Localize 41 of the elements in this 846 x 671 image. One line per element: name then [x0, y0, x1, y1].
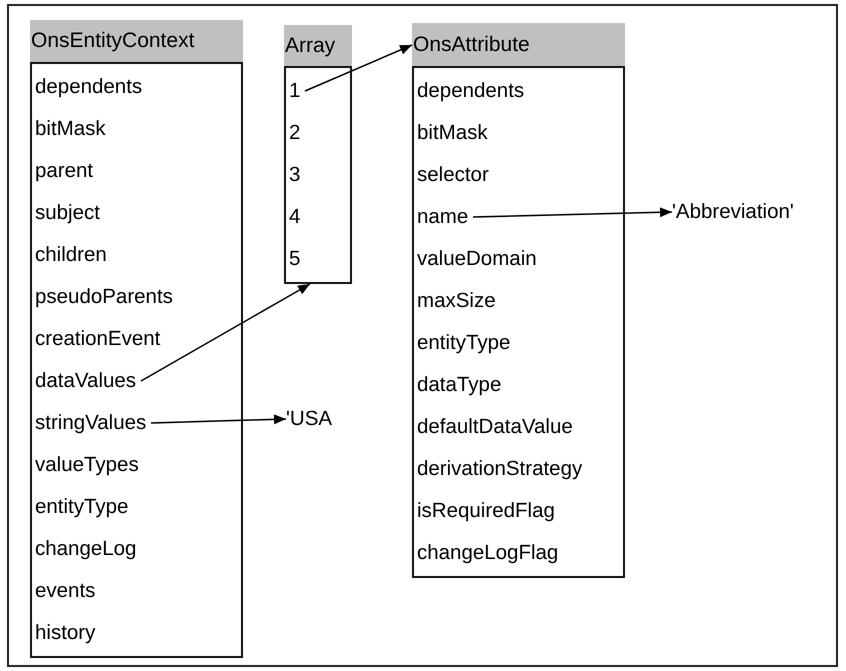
field-name: derivationStrategy [414, 448, 584, 490]
field-name: dataValues [32, 360, 138, 402]
field-name: stringValues [32, 402, 148, 444]
field-name: 3 [286, 154, 302, 196]
field-name: history [32, 612, 98, 654]
field-name: subject [32, 192, 102, 234]
field-name: events [32, 570, 98, 612]
field-name: defaultDataValue [414, 406, 575, 448]
field-name: isRequiredFlag [414, 490, 557, 532]
field-name: 2 [286, 112, 302, 154]
arrow [472, 207, 672, 218]
class-header: OnsAttribute [412, 23, 625, 66]
field-name: valueDomain [414, 238, 539, 280]
field-name: 4 [286, 196, 302, 238]
field-name: parent [32, 150, 96, 192]
field-name: pseudoParents [32, 276, 175, 318]
field-name: 5 [286, 238, 302, 280]
class-header: Array [284, 25, 352, 66]
arrow [150, 414, 286, 424]
class-header: OnsEntityContext [30, 20, 243, 62]
field-name: dependents [32, 66, 144, 108]
field-name: changeLogFlag [414, 532, 560, 574]
field-name: bitMask [414, 112, 490, 154]
field-name: maxSize [414, 280, 498, 322]
field-name: selector [414, 154, 491, 196]
value-text: 'Abbreviation' [672, 199, 794, 225]
value-text: 'USA [286, 406, 332, 432]
field-name: children [32, 234, 109, 276]
field-name: changeLog [32, 528, 138, 570]
arrow [304, 44, 412, 92]
field-name: bitMask [32, 108, 108, 150]
field-name: dependents [414, 70, 526, 112]
field-name: entityType [414, 322, 512, 364]
arrow [140, 283, 310, 382]
class-box [284, 25, 352, 284]
field-name: 1 [286, 70, 302, 112]
field-name: entityType [32, 486, 130, 528]
field-name: creationEvent [32, 318, 162, 360]
field-name: name [414, 196, 470, 238]
field-name: dataType [414, 364, 504, 406]
field-name: valueTypes [32, 444, 141, 486]
